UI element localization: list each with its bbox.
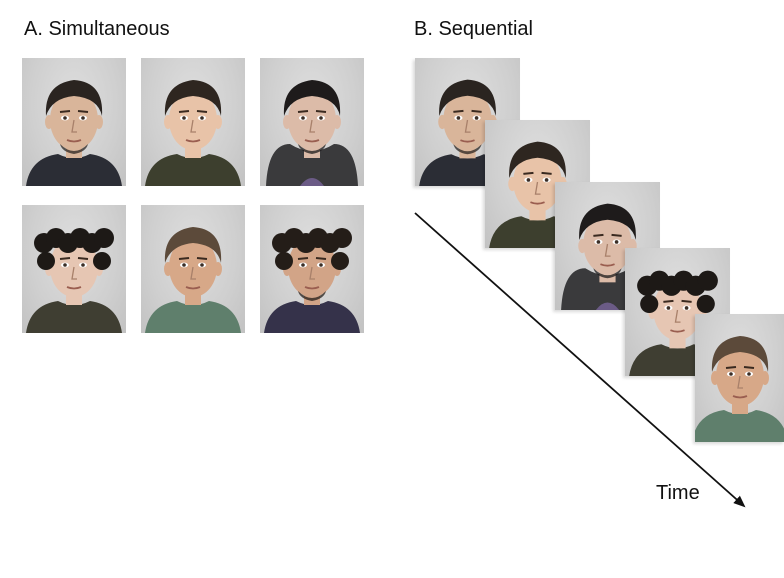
face-portrait-6 <box>260 205 364 333</box>
face-portrait-5 <box>141 205 245 333</box>
face-portrait-3 <box>260 58 364 186</box>
sequential-face-5 <box>695 314 784 442</box>
face-portrait-2 <box>141 58 245 186</box>
panel-b-title: B. Sequential <box>414 18 533 40</box>
time-label: Time <box>656 482 700 504</box>
face-portrait-1 <box>22 58 126 186</box>
face-portrait-4 <box>22 205 126 333</box>
panel-a-title: A. Simultaneous <box>24 18 170 40</box>
